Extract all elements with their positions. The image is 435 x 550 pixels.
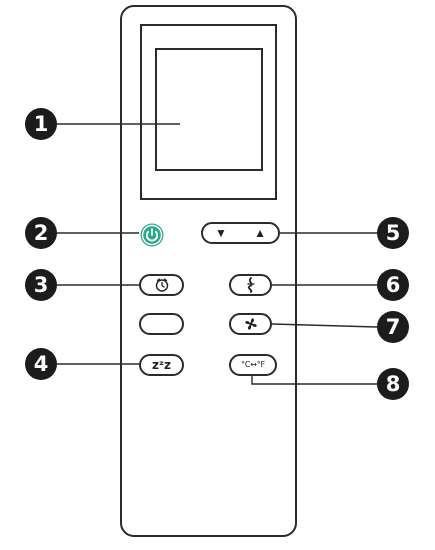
- temp-down-icon[interactable]: ▼: [215, 226, 227, 240]
- callout-2: 2: [25, 217, 57, 249]
- callout-3: 3: [25, 269, 57, 301]
- sleep-button[interactable]: zᶻz: [139, 354, 184, 376]
- fan-button[interactable]: [229, 313, 272, 335]
- display-screen: [155, 48, 263, 171]
- mode-button[interactable]: [229, 274, 272, 296]
- callout-8: 8: [377, 368, 409, 400]
- display-frame: [140, 24, 277, 200]
- callout-7: 7: [377, 311, 409, 343]
- power-button[interactable]: [139, 222, 165, 248]
- mode-icon: [246, 277, 255, 293]
- temp-up-icon[interactable]: ▲: [254, 226, 266, 240]
- timer-button[interactable]: [139, 274, 184, 296]
- temperature-button[interactable]: ▼ ▲: [201, 222, 280, 244]
- blank-button[interactable]: [139, 313, 184, 335]
- fan-icon: [244, 318, 257, 330]
- callout-4: 4: [25, 348, 57, 380]
- remote-control-body: [120, 5, 297, 537]
- callout-1: 1: [25, 108, 57, 140]
- callout-5: 5: [377, 217, 409, 249]
- sleep-icon: zᶻz: [152, 358, 171, 372]
- timer-clock-icon: [155, 278, 168, 292]
- unit-toggle-button[interactable]: °C↔°F: [229, 354, 277, 376]
- callout-6: 6: [377, 269, 409, 301]
- unit-toggle-label: °C↔°F: [241, 360, 265, 369]
